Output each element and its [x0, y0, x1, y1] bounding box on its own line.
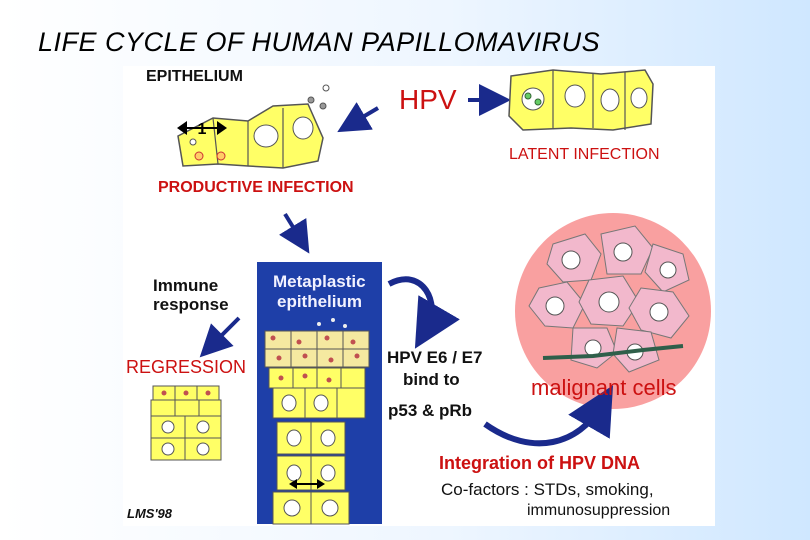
- arrow-metaplastic-to-e6e7: [387, 276, 460, 349]
- arrow-immune-to-regression: [199, 316, 241, 358]
- slide-title: LIFE CYCLE OF HUMAN PAPILLOMAVIRUS: [38, 27, 601, 57]
- arrow-integration-to-malignant: [483, 385, 614, 447]
- label-metaplastic-2: epithelium: [277, 292, 363, 311]
- epithelium-cells: 1: [177, 84, 330, 169]
- label-malignant-cells: malignant cells: [531, 375, 677, 400]
- regression-cells: [150, 385, 222, 461]
- label-productive-infection: PRODUCTIVE INFECTION: [158, 179, 354, 196]
- label-e6e7-1: HPV E6 / E7: [387, 348, 483, 367]
- label-immune-response-2: response: [153, 295, 229, 314]
- arrow-hpv-to-epithelium: [337, 102, 380, 133]
- label-cofactors-1: Co-factors : STDs, smoking,: [441, 480, 654, 499]
- label-signature: LMS'98: [127, 506, 172, 521]
- label-regression: REGRESSION: [126, 357, 247, 377]
- diagram-panel: 1: [123, 66, 715, 526]
- latent-infection-cells: [508, 69, 654, 131]
- metaplastic-block: [257, 262, 382, 525]
- malignant-cells-cluster: [515, 213, 711, 409]
- label-latent-infection: LATENT INFECTION: [509, 146, 660, 163]
- label-integration: Integration of HPV DNA: [439, 453, 640, 473]
- svg-text:1: 1: [198, 121, 207, 138]
- label-e6e7-3: p53 & pRb: [388, 401, 473, 420]
- label-cofactors-2: immunosuppression: [527, 502, 671, 519]
- label-e6e7-2: bind to: [403, 370, 460, 389]
- label-epithelium: EPITHELIUM: [146, 68, 243, 85]
- label-immune-response-1: Immune: [153, 276, 219, 295]
- label-metaplastic-1: Metaplastic: [273, 272, 366, 291]
- arrow-productive-to-metaplastic: [278, 212, 310, 254]
- label-hpv: HPV: [399, 84, 457, 115]
- diagram-art: 1: [150, 69, 711, 525]
